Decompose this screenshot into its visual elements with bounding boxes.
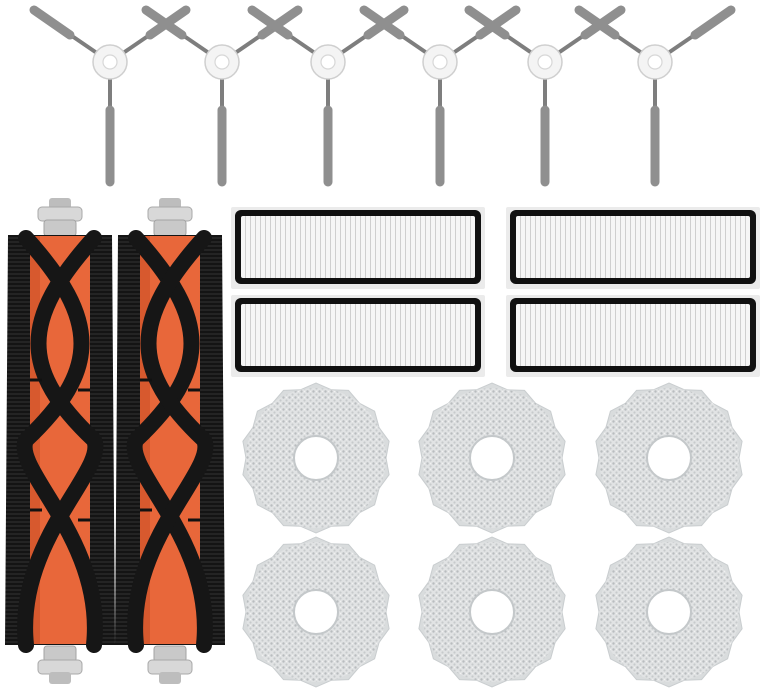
side-brush bbox=[141, 5, 303, 187]
main-brush-group bbox=[5, 198, 225, 684]
mop-pad bbox=[418, 382, 566, 534]
side-brush bbox=[574, 5, 736, 187]
side-brush-group bbox=[29, 5, 736, 187]
side-brush bbox=[359, 5, 521, 187]
mop-pad bbox=[595, 536, 743, 688]
main-roller-brush bbox=[5, 198, 115, 684]
mop-pad bbox=[418, 536, 566, 688]
hepa-filter bbox=[506, 295, 760, 377]
main-roller-brush bbox=[115, 198, 225, 684]
side-brush bbox=[29, 5, 191, 187]
hepa-filter bbox=[506, 207, 760, 289]
hepa-filter bbox=[231, 207, 485, 289]
mop-pad-group bbox=[242, 382, 743, 688]
side-brush bbox=[247, 5, 409, 187]
mop-pad bbox=[242, 382, 390, 534]
mop-pad bbox=[242, 536, 390, 688]
side-brush bbox=[464, 5, 626, 187]
filter-group bbox=[231, 207, 760, 377]
mop-pad bbox=[595, 382, 743, 534]
hepa-filter bbox=[231, 295, 485, 377]
